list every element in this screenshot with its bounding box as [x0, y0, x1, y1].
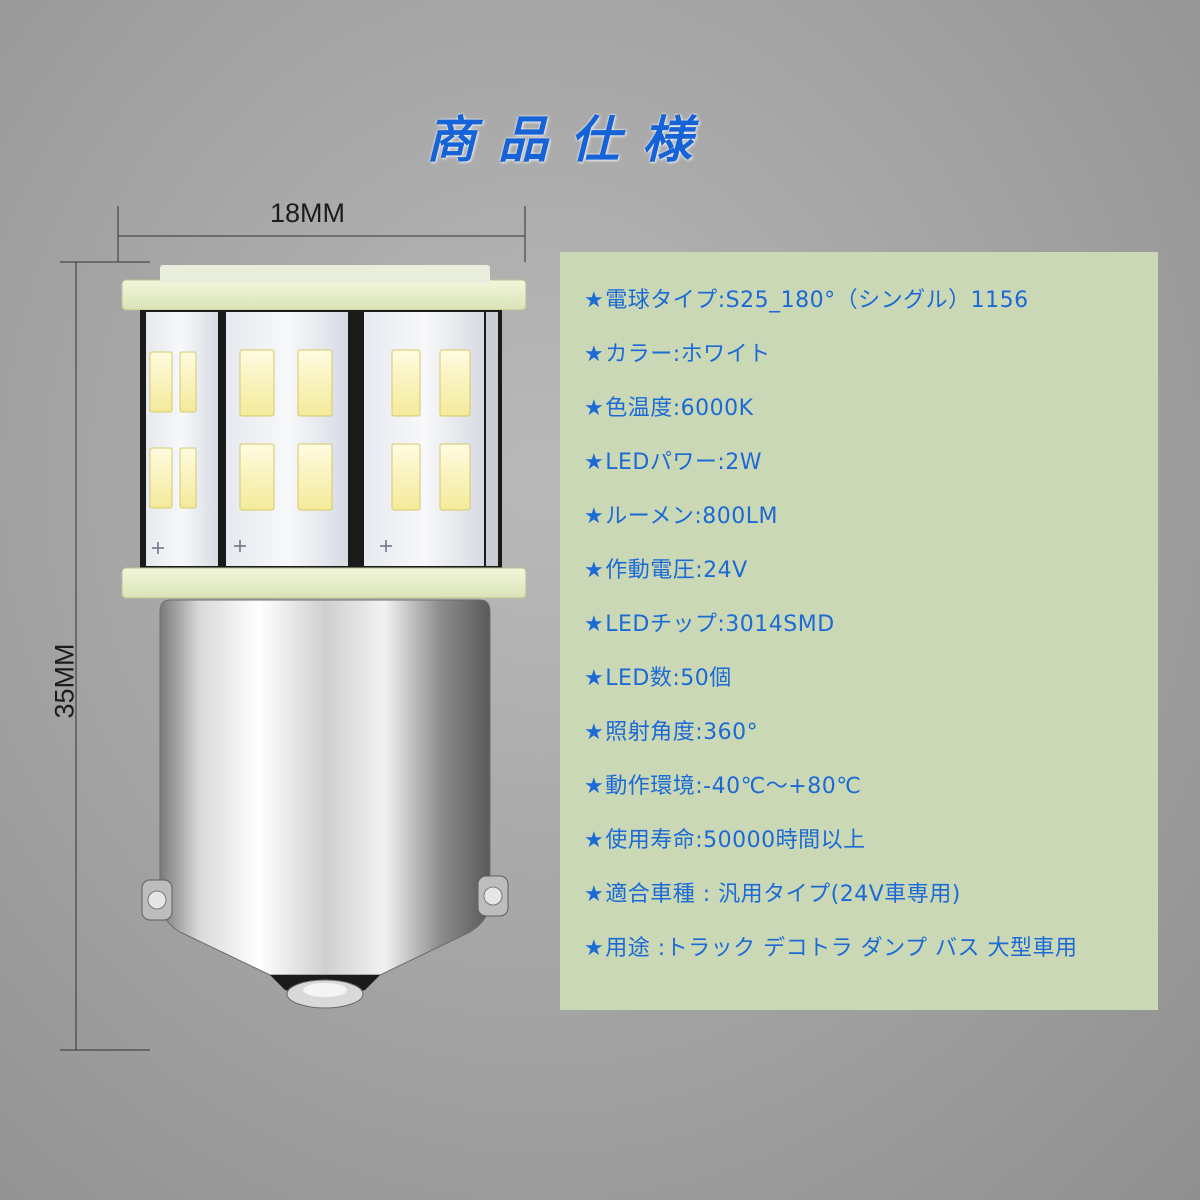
star-icon: ★ — [584, 720, 605, 745]
spec-panel: ★電球タイプ:S25_180°（シングル）1156 ★カラー:ホワイト ★色温度… — [560, 252, 1158, 1010]
star-icon: ★ — [584, 882, 605, 907]
star-icon: ★ — [584, 450, 605, 475]
spec-item-lifespan: ★使用寿命:50000時間以上 — [584, 828, 866, 853]
spec-item-lumen: ★ルーメン:800LM — [584, 504, 779, 529]
spec-item-compatible-vehicles: ★適合車種 : 汎用タイプ(24V車専用) — [584, 882, 961, 907]
height-dimension-label: 35MM — [49, 643, 80, 719]
star-icon: ★ — [584, 828, 605, 853]
bottom-ring — [121, 567, 527, 599]
star-icon: ★ — [584, 774, 605, 799]
spec-item-color-temperature: ★色温度:6000K — [584, 396, 754, 421]
star-icon: ★ — [584, 666, 605, 691]
led-chips — [149, 349, 471, 511]
spec-item-bulb-type: ★電球タイプ:S25_180°（シングル）1156 — [584, 288, 1029, 313]
bayonet-pins — [141, 875, 509, 921]
star-icon: ★ — [584, 612, 605, 637]
star-icon: ★ — [584, 342, 605, 367]
star-icon: ★ — [584, 558, 605, 583]
width-dimension-label: 18MM — [270, 198, 346, 228]
led-board — [140, 310, 502, 568]
polarity-marks — [152, 540, 392, 554]
star-icon: ★ — [584, 504, 605, 529]
spec-item-voltage: ★作動電圧:24V — [584, 558, 748, 583]
top-ring — [121, 279, 527, 311]
spec-list: ★電球タイプ:S25_180°（シングル）1156 ★カラー:ホワイト ★色温度… — [584, 282, 1077, 984]
page-title: 商品仕様 — [426, 111, 714, 169]
star-icon: ★ — [584, 396, 605, 421]
star-icon: ★ — [584, 936, 605, 961]
spec-item-led-count: ★LED数:50個 — [584, 666, 732, 691]
chrome-base — [159, 599, 491, 976]
spec-item-led-power: ★LEDパワー:2W — [584, 450, 763, 475]
spec-item-operating-environment: ★動作環境:-40℃～+80℃ — [584, 774, 862, 799]
star-icon: ★ — [584, 288, 605, 313]
spec-item-beam-angle: ★照射角度:360° — [584, 720, 759, 745]
spec-item-led-chip: ★LEDチップ:3014SMD — [584, 612, 835, 637]
dimension-lines — [60, 206, 526, 1051]
spec-item-usage: ★用途 :トラック デコトラ ダンプ バス 大型車用 — [584, 936, 1078, 961]
spec-item-color: ★カラー:ホワイト — [584, 342, 771, 367]
